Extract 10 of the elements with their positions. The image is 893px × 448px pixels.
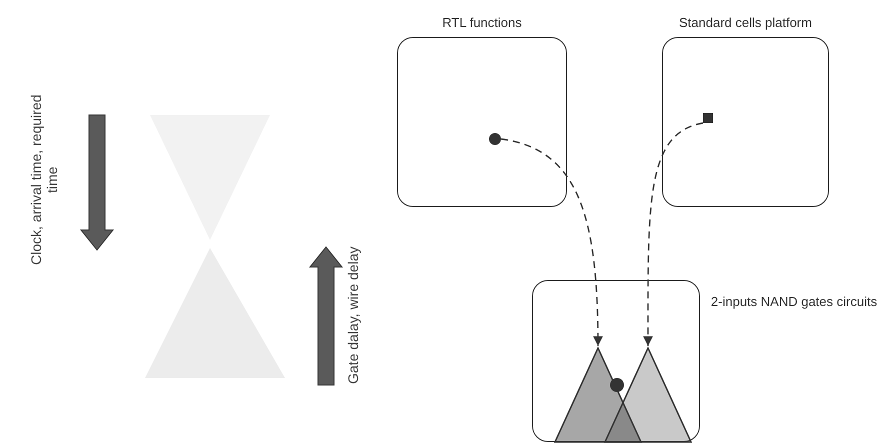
dashed-arrow: [500, 138, 603, 346]
terminal-dot: [488, 132, 500, 144]
dashed-arrow: [643, 122, 704, 346]
box-title: 2-inputs NAND gates circuits: [710, 294, 878, 309]
box-title: RTL functions: [441, 15, 523, 30]
axis-note: Clock, arrival time, required time: [28, 94, 61, 268]
box-title: Standard cells platform: [678, 15, 813, 30]
gate-triangle: [604, 348, 690, 442]
terminal-square: [702, 112, 712, 122]
axis-note: Gate dalay, wire delay: [345, 245, 362, 386]
